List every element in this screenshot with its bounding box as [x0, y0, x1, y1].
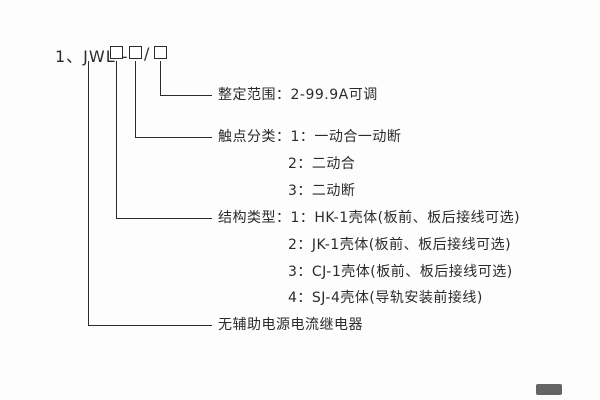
model-prefix-text: 1、JWL - [55, 47, 129, 66]
connector-vline-setting-range [160, 61, 161, 95]
connector-hline-structure-type [116, 218, 212, 219]
setting-range-label: 整定范围：2-99.9A可调 [218, 87, 378, 103]
structure-type-option-4: 4：SJ-4壳体(导轨安装前接线) [288, 290, 483, 306]
model-code-box-contact [129, 46, 142, 59]
contact-type-label: 触点分类：1：一动合一动断 [218, 129, 402, 145]
model-code-box-structure [110, 46, 123, 59]
model-number-heading: 1、JWL - [55, 43, 129, 67]
connector-vline-contact-type [135, 61, 136, 137]
model-code-box-range [154, 46, 167, 59]
connector-hline-contact-type [135, 137, 212, 138]
contact-type-option-3: 3：二动断 [288, 183, 356, 199]
connector-vline-structure-type [116, 61, 117, 218]
connector-hline-relay-name [88, 325, 212, 326]
structure-type-label: 结构类型：1：HK-1壳体(板前、板后接线可选) [218, 210, 521, 226]
structure-type-option-2: 2：JK-1壳体(板前、板后接线可选) [288, 237, 512, 253]
contact-type-option-2: 2：二动合 [288, 156, 356, 172]
connector-vline-relay-name [88, 61, 89, 325]
corner-watermark-logo [536, 384, 562, 395]
model-separator-slash: / [144, 44, 150, 63]
connector-hline-setting-range [160, 95, 212, 96]
relay-name-label: 无辅助电源电流继电器 [218, 317, 363, 333]
structure-type-option-3: 3：CJ-1壳体(板前、板后接线可选) [288, 264, 513, 280]
